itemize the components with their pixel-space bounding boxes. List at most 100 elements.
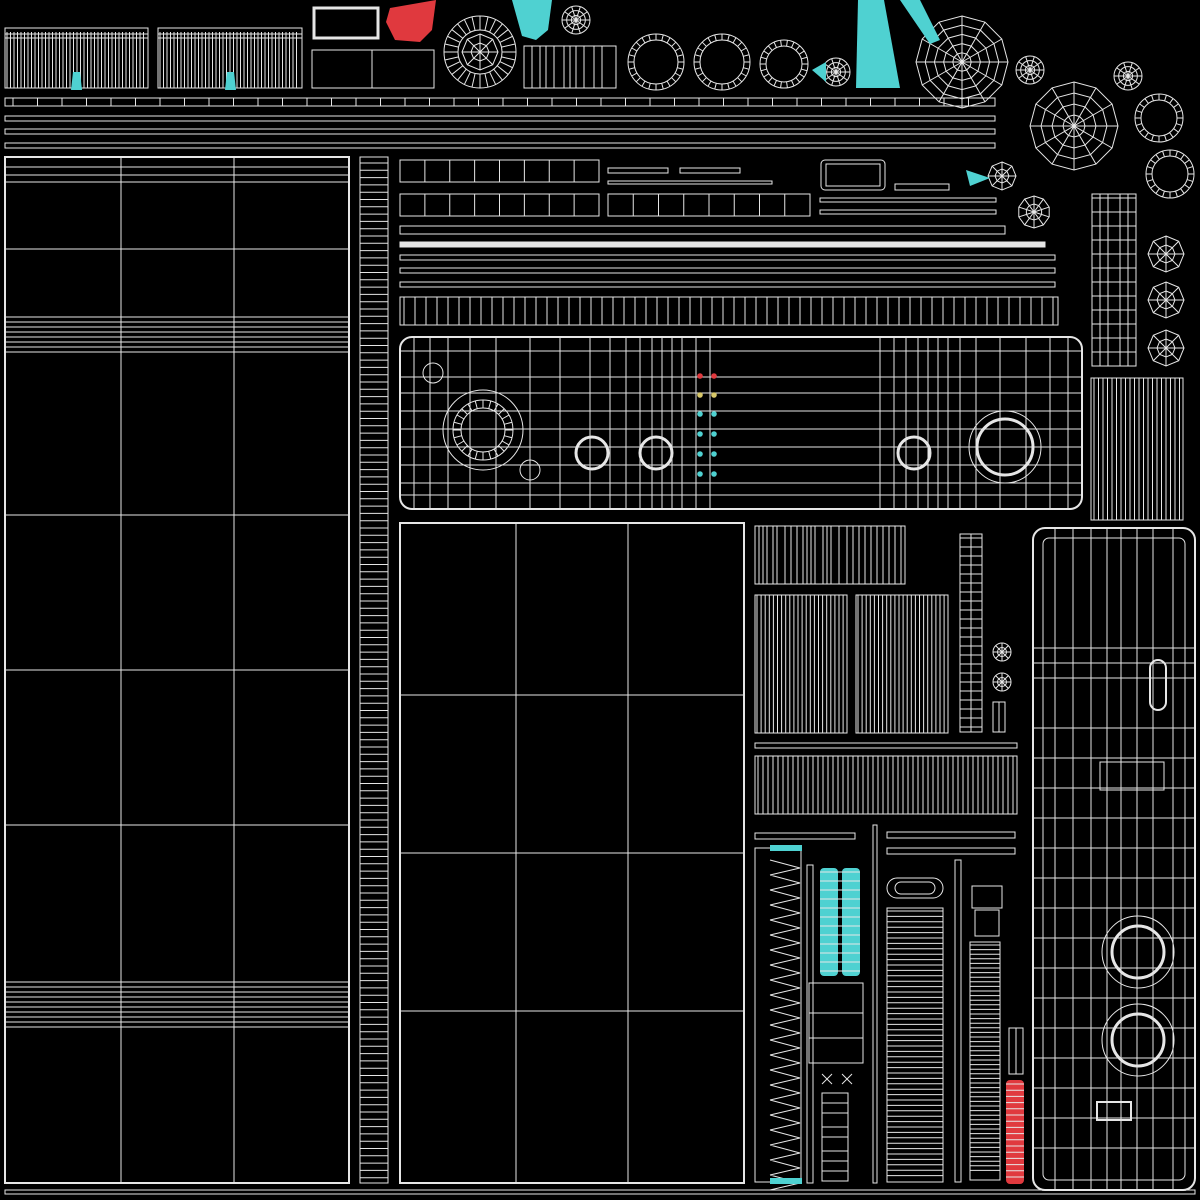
ribbed-tall [886,907,944,1183]
knob-2 [1147,281,1185,319]
indicator-dot [711,431,717,437]
ribbed-wide [754,755,1018,815]
spring-strip-rows [1092,197,1136,353]
strip-1-ticks [12,98,969,106]
tiny-bar-2 [679,167,741,174]
top-panel-right-ribs [159,32,297,88]
indicator-dot [697,431,703,437]
bar-grid-2 [399,193,600,217]
rail-right-2 [886,847,1016,855]
small-frame-top [312,6,380,40]
tall-hole-2-outer [1101,1003,1175,1077]
small-knob [519,459,541,481]
small-hole [422,362,444,384]
accent-cyan-cap [512,0,552,40]
tall-panel-slot [1149,659,1167,711]
tall-panel-cols [1054,528,1174,1190]
tiny-bar-4 [894,183,950,191]
bottom-strip [4,1189,1196,1195]
x-mark-b [821,1073,833,1085]
cyan-bar-2 [842,868,860,976]
accent-cyan-wedge [812,62,826,82]
wireframe-layer [4,5,1196,1195]
bar-grid-3 [607,193,811,217]
front-panel-rows [400,350,1082,496]
indicator-dot [711,373,717,379]
block-under [808,982,864,1064]
long-bar-3 [399,254,1056,261]
indicator-dot [711,451,717,457]
ribbed-long-bar-lines [403,297,1054,325]
tall-strip [359,156,389,1184]
ribbed-panel-a-lines [756,595,844,733]
hole-4-outer [968,410,1042,484]
top-panel-left-ribs [6,32,144,88]
tiny-poly-2 [1018,195,1050,229]
accent-cyan-wedge-2 [966,170,990,186]
big-panel-middle-rows [400,694,744,1012]
front-panel [399,336,1083,510]
long-bar-5 [399,281,1056,288]
pill-frame [886,877,944,899]
front-panel-cols [413,337,1069,509]
small-ball-2 [821,57,851,87]
cyan-cap-top [770,845,802,851]
barcode-block [754,525,906,585]
ring-right-2 [1145,149,1195,199]
plug-top [971,885,1003,909]
indicator-dot [697,451,703,457]
screw-2 [992,672,1012,692]
long-bar-2 [399,241,1046,248]
ribbed-wide-lines [757,756,1014,814]
ribbed-panel-a [754,594,848,734]
thin-rail-3 [954,859,962,1183]
hole-2 [638,435,674,471]
indicator-dot [711,471,717,477]
red-bar [1006,1080,1024,1184]
tall-panel-tab [1096,1101,1132,1121]
screw-1 [992,642,1012,662]
pill-inner [894,881,936,895]
ribbed-tall-lines [887,910,943,1177]
bar-grid-1 [399,159,600,183]
top-panel-left-rails [5,33,148,39]
accent-layer [71,0,990,477]
small-ball-3 [1015,55,1045,85]
block-under-rows [809,1012,863,1039]
ribbed-plug-strip [969,941,1001,1181]
accent-cyan-beam [856,0,900,88]
accent-red-cap [386,0,436,42]
strip-2 [4,115,996,122]
red-bar-ticks [1006,1083,1024,1178]
tall-hole-2 [1110,1012,1166,1068]
x-mark-d [841,1073,853,1085]
big-knob-ring [452,399,514,461]
strip-4 [4,142,996,149]
hole-1 [574,435,610,471]
rail-right-1 [886,831,1016,839]
accent-tab-left [71,72,82,90]
tiny-poly-1 [987,161,1017,191]
strip-3 [4,128,996,135]
hole-3 [896,435,932,471]
indicator-dot [697,373,703,379]
accent-cyan-beam-2 [900,0,940,44]
indicator-dot [711,392,717,398]
ribbed-box-right-lines [1093,378,1180,520]
ribbed-panel-b-lines [857,595,945,733]
ribbed-panel-b [855,594,949,734]
knob-3 [1147,329,1185,367]
cap-stack-rows [822,1102,848,1172]
tall-panel-rows [1033,647,1195,1149]
indicator-dot [697,471,703,477]
ring-1 [627,33,685,91]
tiny-bar-3 [607,180,773,185]
indicator-dot [697,392,703,398]
top-panel-right-rails [158,33,302,39]
ring-right-1 [1134,93,1184,143]
long-bar-1 [399,225,1006,235]
ribbed-block-lines [531,46,603,88]
ribbed-box-right [1090,377,1184,521]
small-ball-4 [1113,61,1143,91]
